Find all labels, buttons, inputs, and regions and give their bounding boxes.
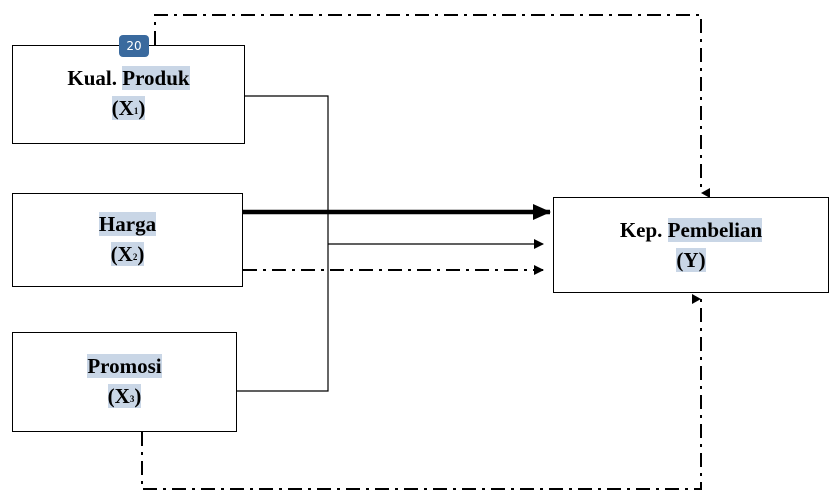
- node-x1-name: Kual. Produk: [67, 63, 190, 93]
- page-number-badge: 20: [119, 35, 149, 57]
- node-y-name-part2: Pembelian: [667, 218, 763, 242]
- node-y-name: Kep. Pembelian: [619, 215, 763, 245]
- node-x2-sub: 2: [132, 251, 138, 262]
- node-x3-var: X: [114, 383, 130, 408]
- node-x3-name-text: Promosi: [87, 353, 162, 378]
- node-x1-name-part1: Kual.: [67, 66, 118, 90]
- node-x1-variable: (X1): [111, 96, 146, 120]
- node-x2-name-text: Harga: [98, 211, 157, 236]
- node-y-variable: (Y): [676, 248, 706, 272]
- x1-dashdot-connector: [154, 14, 710, 198]
- x1-solid-connector: [237, 95, 329, 392]
- node-x1-var: X: [118, 96, 134, 120]
- node-y-name-part1: Kep.: [619, 218, 663, 242]
- node-kualitas-produk: Kual. Produk (X1): [12, 45, 245, 144]
- node-x3-name: Promosi: [87, 351, 162, 381]
- node-keputusan-pembelian: Kep. Pembelian (Y): [553, 197, 829, 293]
- node-x2-var: X: [117, 241, 133, 266]
- node-x3-sub: 3: [129, 393, 135, 404]
- node-x1-sub: 1: [133, 106, 139, 116]
- node-x1-name-part2: Produk: [122, 66, 190, 90]
- node-promosi: Promosi (X3): [12, 332, 237, 432]
- node-harga: Harga (X2): [12, 193, 243, 287]
- node-x2-name: Harga: [98, 209, 157, 239]
- node-x3-variable: (X3): [107, 383, 142, 408]
- node-y-var: Y: [683, 248, 699, 272]
- node-x2-variable: (X2): [110, 241, 145, 266]
